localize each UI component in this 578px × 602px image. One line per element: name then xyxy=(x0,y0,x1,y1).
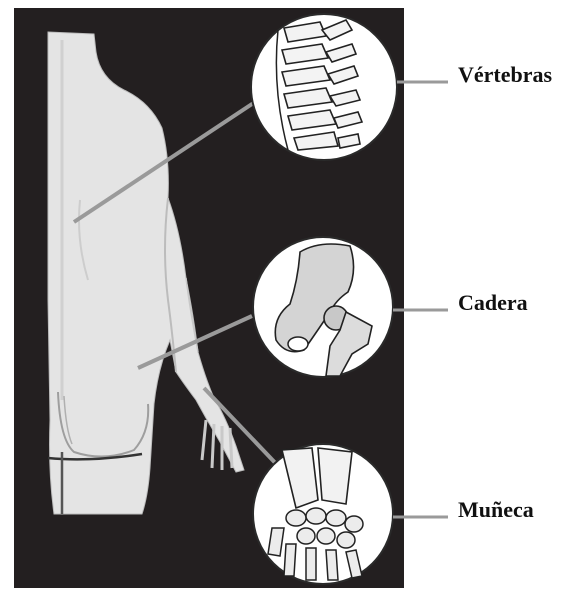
label-muneca: Muñeca xyxy=(458,497,534,523)
wrist-circle xyxy=(253,444,393,584)
spine-circle xyxy=(251,14,397,160)
label-cadera: Cadera xyxy=(458,290,528,316)
hip-circle xyxy=(253,237,393,377)
label-vertebras: Vértebras xyxy=(458,62,552,88)
